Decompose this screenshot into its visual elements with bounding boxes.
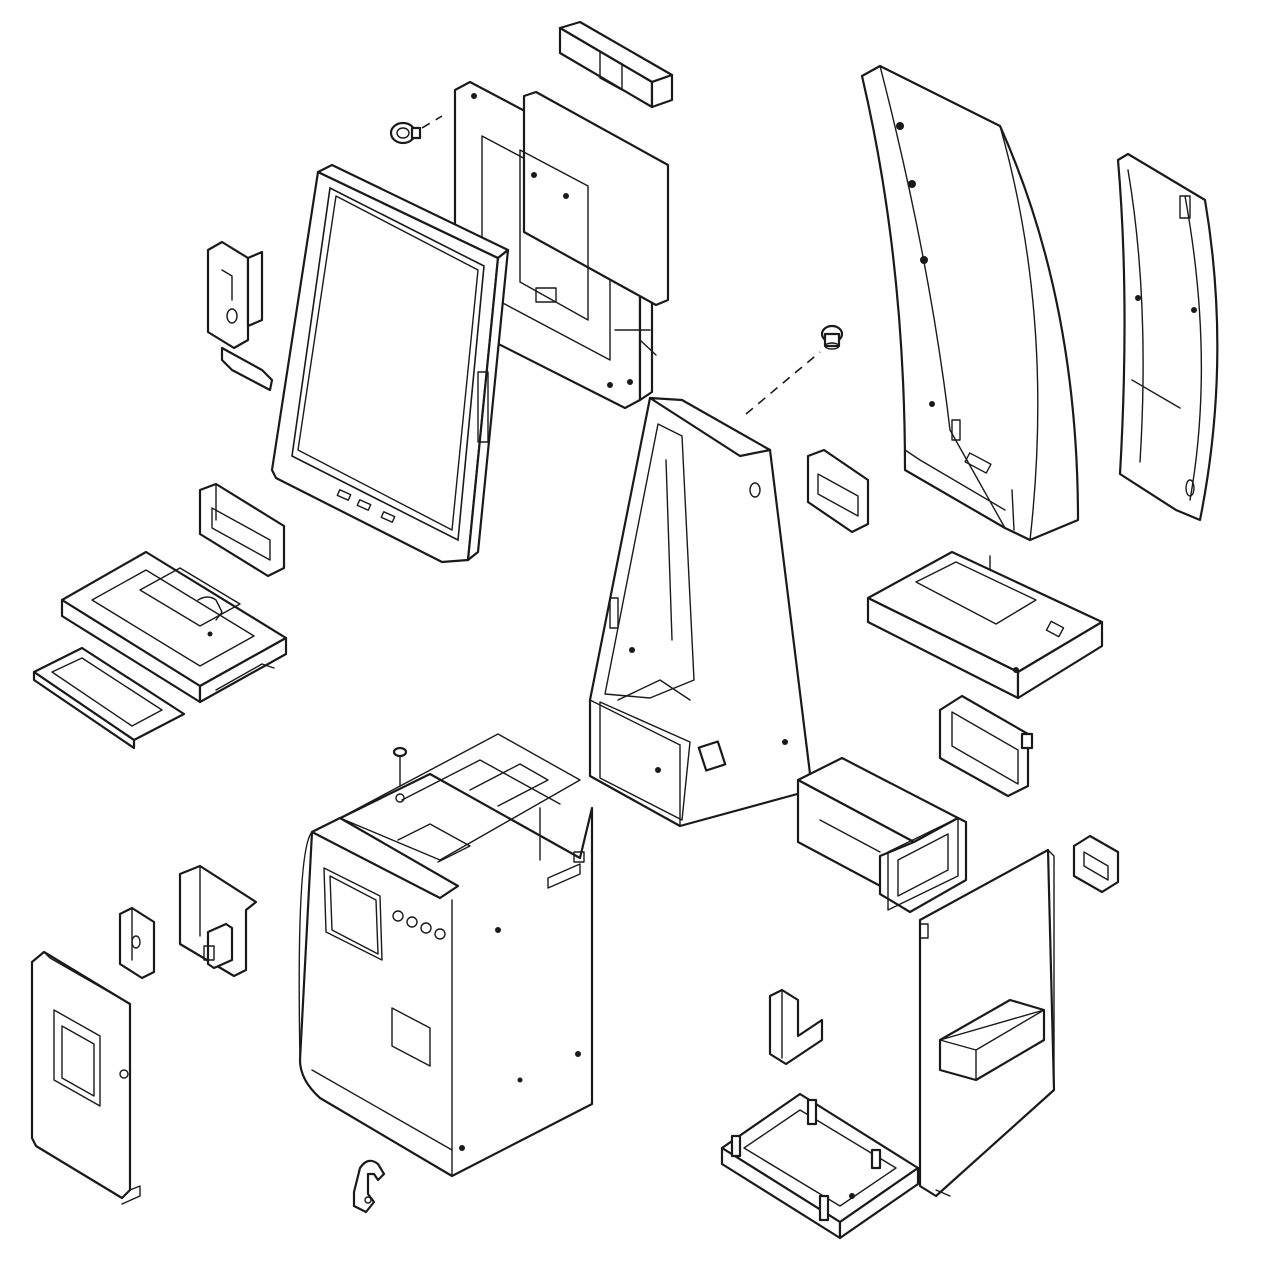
upper-housing [588, 351, 821, 828]
top-cap [558, 20, 674, 109]
lock-hook [352, 1159, 386, 1214]
side-panel-right [1116, 152, 1219, 522]
small-bezel [1072, 834, 1120, 894]
keyboard-shelf [866, 550, 1104, 700]
card-reader-bezel [198, 482, 286, 578]
lower-cabinet [298, 733, 594, 1178]
side-bracket [206, 240, 274, 392]
l-bracket [768, 988, 824, 1066]
screw [389, 115, 443, 145]
printer-tray [60, 550, 288, 704]
touchscreen-monitor [270, 163, 510, 564]
front-door [30, 950, 141, 1205]
receipt-chute [938, 694, 1034, 798]
base-tray [720, 1092, 920, 1240]
cabinet-bolt [392, 746, 408, 803]
rear-door [918, 848, 1056, 1198]
knob [820, 324, 844, 350]
cash-dispenser [796, 756, 968, 914]
cabinet-buttons [392, 910, 446, 940]
door-hinge-bracket [118, 906, 156, 980]
printer-bezel-frame [32, 646, 186, 750]
side-panel-left [860, 64, 1080, 542]
dispenser-bezel [806, 448, 870, 534]
monitor-ports [336, 489, 396, 523]
control-board [178, 864, 258, 978]
